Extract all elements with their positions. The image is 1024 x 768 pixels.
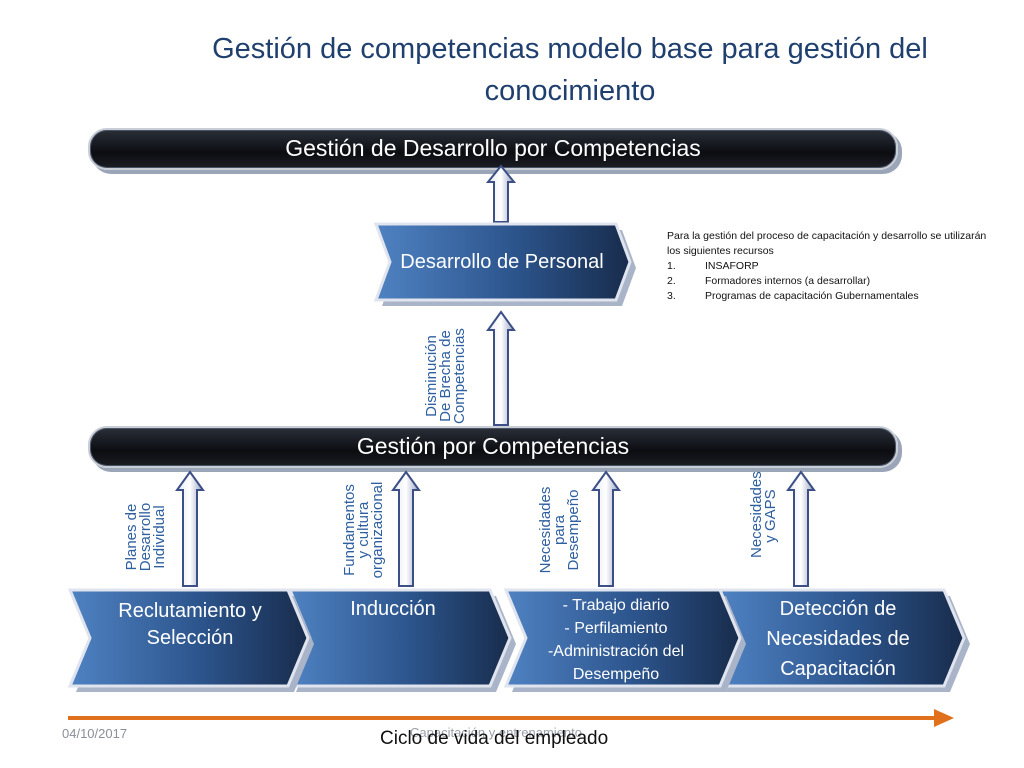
vlabel-brecha-line-3: Competencias	[451, 328, 468, 424]
note-item-number: 1.	[667, 260, 676, 272]
middle-bar: Gestión por Competencias	[88, 426, 898, 468]
vlabel-planes-line-3: Individual	[151, 505, 168, 569]
stage-induction: Inducción	[308, 592, 478, 626]
arrow-up-brecha	[486, 310, 516, 426]
stage-chevron-2	[287, 588, 516, 692]
development-box: Desarrollo de Personal	[390, 224, 614, 300]
stage-performance-line-3: -Administración del Desempeño	[547, 643, 685, 683]
page-title: Gestión de competencias modelo base para…	[212, 33, 928, 107]
note-item-number: 2.	[667, 275, 676, 287]
note-item: 2. Formadores internos (a desarrollar)	[667, 274, 987, 289]
note-item-text: Formadores internos (a desarrollar)	[705, 275, 871, 287]
vlabel-gaps: Necesidades y GAPS	[748, 471, 782, 558]
stage-performance-line-1: - Trabajo diario	[562, 597, 670, 614]
stage-performance-line-2: - Perfilamiento	[564, 620, 668, 637]
arrow-up-top	[485, 164, 517, 223]
stage-chevron-1	[67, 588, 314, 692]
vlabel-fundamentos-line-3: organizacional	[369, 481, 386, 579]
stage-recruitment-label: Reclutamiento y Selección	[118, 600, 262, 649]
stage-recruitment: Reclutamiento y Selección	[92, 590, 288, 660]
vlabel-brecha: Disminución De Brecha de Competencias	[423, 313, 473, 439]
top-bar: Gestión de Desarrollo por Competencias	[88, 128, 898, 170]
note-item: 3. Programas de capacitación Gubernament…	[667, 289, 987, 304]
stage-performance: - Trabajo diario - Perfilamiento -Admini…	[516, 592, 716, 688]
timeline-label: Ciclo de vida del empleado	[380, 728, 609, 749]
footer-center-text: Capacitación y entrenamiento	[410, 725, 582, 740]
note-item-number: 3.	[667, 290, 676, 302]
note-intro: Para la gestión del proceso de capacitac…	[667, 229, 987, 259]
stage-chevron-3	[503, 588, 746, 692]
resources-note: Para la gestión del proceso de capacitac…	[667, 229, 987, 304]
note-intro-text: Para la gestión del proceso de capacitac…	[667, 230, 987, 257]
vlabel-planes: Planes de Desarrollo Individual	[123, 491, 171, 583]
note-item-text: INSAFORP	[705, 260, 759, 272]
arrow-up-gaps	[786, 470, 816, 587]
vlabel-fundamentos: Fundamentos y cultura organizacional	[341, 467, 391, 593]
arrow-up-fundamentos	[391, 470, 421, 587]
development-box-label: Desarrollo de Personal	[400, 250, 604, 273]
arrow-up-necesidades-desempeno	[591, 470, 621, 587]
vlabel-necesidades-desempeno: Necesidades para Desempeño	[537, 481, 587, 579]
footer-date: 04/10/2017	[62, 726, 128, 741]
stage-induction-label: Inducción	[350, 597, 436, 620]
vlabel-gaps-line-2: y GAPS	[762, 489, 779, 543]
timeline-arrow	[68, 709, 954, 727]
note-item: 1. INSAFORP	[667, 259, 987, 274]
development-chevron	[373, 222, 636, 306]
stage-detection-label: Detección de Necesidades de Capacitación	[766, 598, 910, 680]
stage-detection: Detección de Necesidades de Capacitación	[744, 592, 932, 686]
note-item-text: Programas de capacitación Gubernamentale…	[705, 290, 919, 302]
vlabel-nd-line-3: Desempeño	[565, 489, 582, 571]
stage-chevron-4	[717, 588, 970, 692]
arrow-up-planes	[175, 470, 205, 587]
